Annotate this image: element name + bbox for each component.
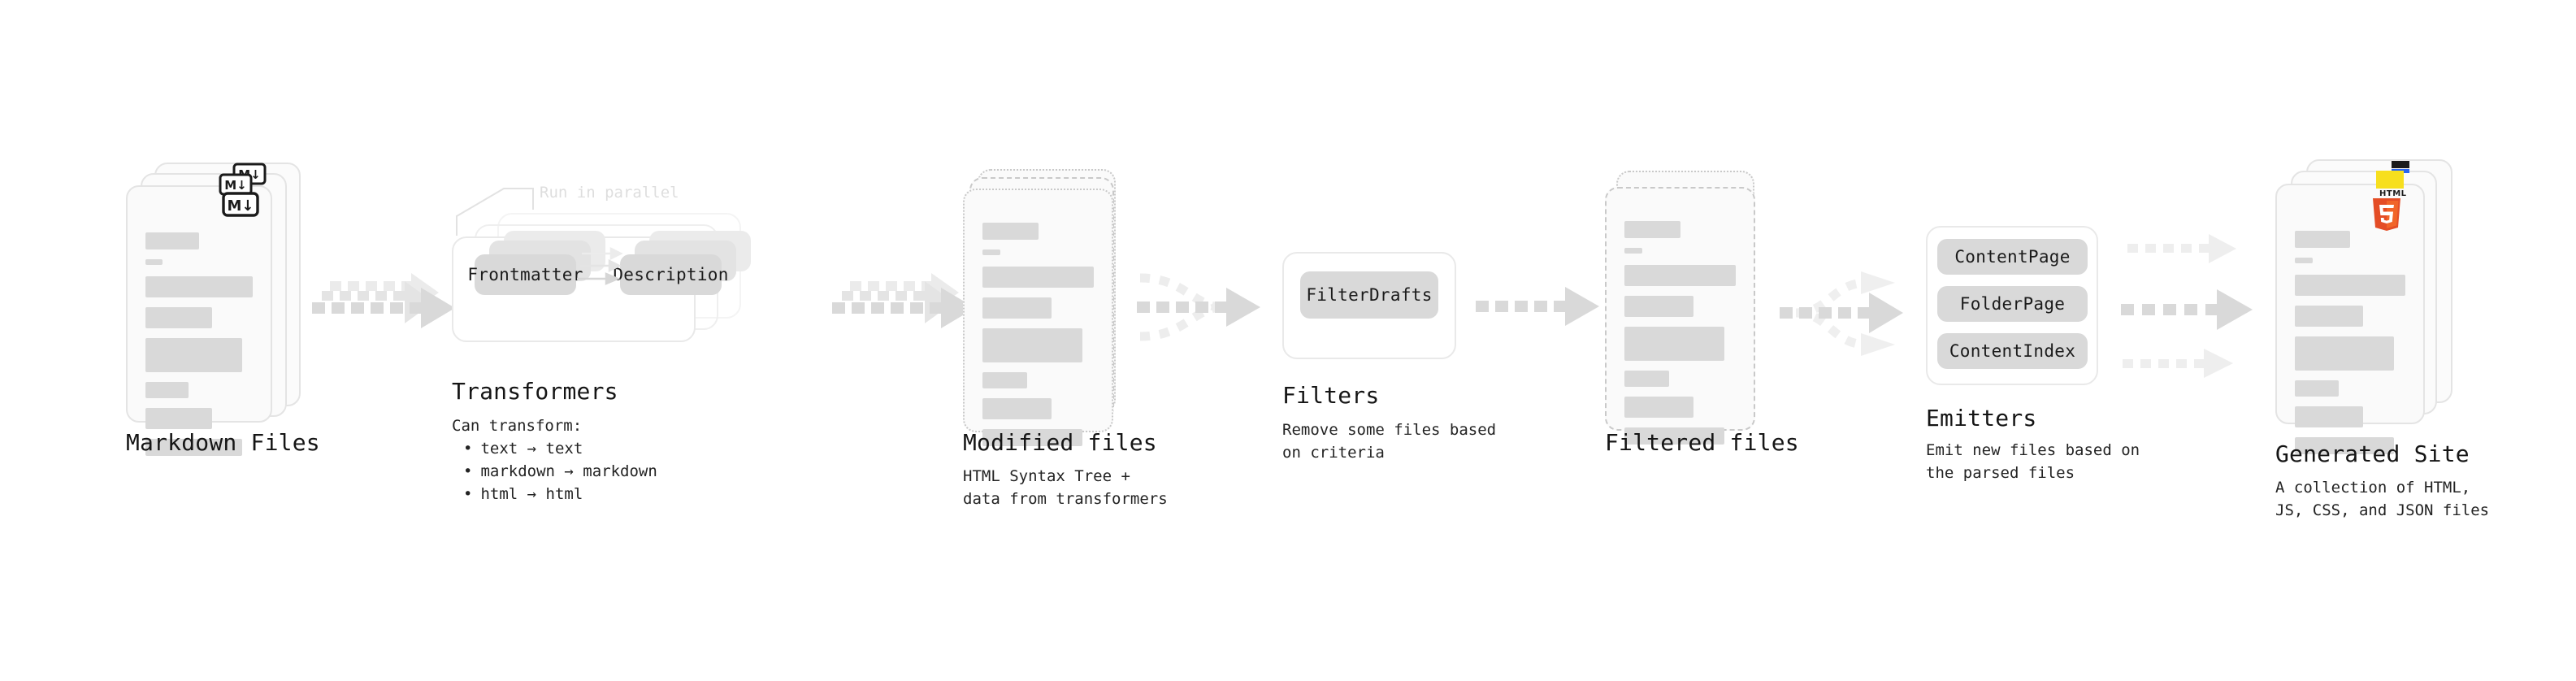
- transformer-capability-list: text → text markdown → markdown html → h…: [463, 437, 657, 505]
- transformer-capability-item: text → text: [463, 437, 657, 460]
- js-badge-icon: [2376, 171, 2404, 189]
- filtered-card-front: [1605, 187, 1755, 445]
- svg-text:M↓: M↓: [224, 178, 247, 193]
- stage-desc-emitters: Emit new files based on the parsed files: [1926, 441, 2140, 482]
- arrow-modified-to-filters: [1137, 273, 1260, 341]
- run-in-parallel-bracket: [456, 188, 534, 236]
- site-card-front: [2275, 184, 2425, 454]
- stage-title-transformers: Transformers: [452, 378, 618, 405]
- stage-desc-transformers: Can transform:: [452, 417, 583, 435]
- transformer-internal-arrows: [577, 246, 623, 285]
- stage-title-markdown-files: Markdown Files: [126, 429, 320, 456]
- svg-text:M↓: M↓: [228, 197, 254, 215]
- html5-icon: HTML: [2373, 189, 2407, 231]
- stage-desc-generated-site: A collection of HTML, JS, CSS, and JSON …: [2275, 479, 2490, 519]
- stage-modified-files: [963, 169, 1142, 446]
- arrow-transformers-to-modified: [832, 273, 975, 328]
- stage-title-modified-files: Modified files: [963, 429, 1157, 456]
- stage-desc-modified-files: HTML Syntax Tree + data from transformer…: [963, 467, 1168, 508]
- stage-filtered-files: [1605, 171, 1784, 445]
- stage-generated-site: HTML: [2275, 159, 2462, 454]
- transformer-capability-item: html → html: [463, 483, 657, 505]
- markdown-icon: M↓: [222, 192, 259, 217]
- transformer-pill-description[interactable]: Description: [613, 254, 728, 295]
- markdown-card-front: [126, 185, 272, 456]
- stage-markdown-files: M↓ M↓ M↓: [126, 163, 305, 456]
- stage-title-emitters: Emitters: [1926, 405, 2037, 432]
- transformer-capability-item: markdown → markdown: [463, 460, 657, 483]
- stage-title-filters: Filters: [1282, 382, 1380, 409]
- filter-pill-filterdrafts[interactable]: FilterDrafts: [1300, 271, 1438, 319]
- stage-title-filtered-files: Filtered files: [1605, 429, 1799, 456]
- transformer-pill-frontmatter[interactable]: Frontmatter: [467, 254, 583, 295]
- svg-text:HTML: HTML: [2379, 189, 2407, 198]
- emitter-pill-contentindex[interactable]: ContentIndex: [1937, 333, 2088, 369]
- run-in-parallel-label: Run in parallel: [540, 184, 679, 202]
- emitter-pill-contentpage[interactable]: ContentPage: [1937, 239, 2088, 275]
- arrow-filtered-to-emitters: [1780, 271, 1903, 356]
- stage-desc-filters: Remove some files based on criteria: [1282, 421, 1497, 462]
- stage-title-generated-site: Generated Site: [2275, 440, 2470, 467]
- arrow-md-to-transformers: [312, 273, 455, 328]
- emitter-pill-folderpage[interactable]: FolderPage: [1937, 286, 2088, 322]
- modified-card-front: [963, 189, 1113, 446]
- arrow-emitters-to-site: [2121, 234, 2253, 378]
- arrow-filters-to-filtered: [1476, 287, 1599, 326]
